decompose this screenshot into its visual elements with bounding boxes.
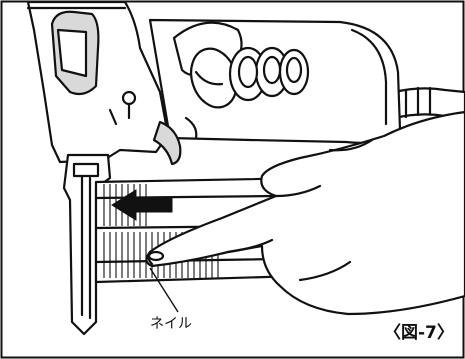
nail-callout-label: ネイル xyxy=(150,313,192,333)
figure-number: 〈図-7〉 xyxy=(384,318,454,343)
tool-housing xyxy=(28,2,168,162)
